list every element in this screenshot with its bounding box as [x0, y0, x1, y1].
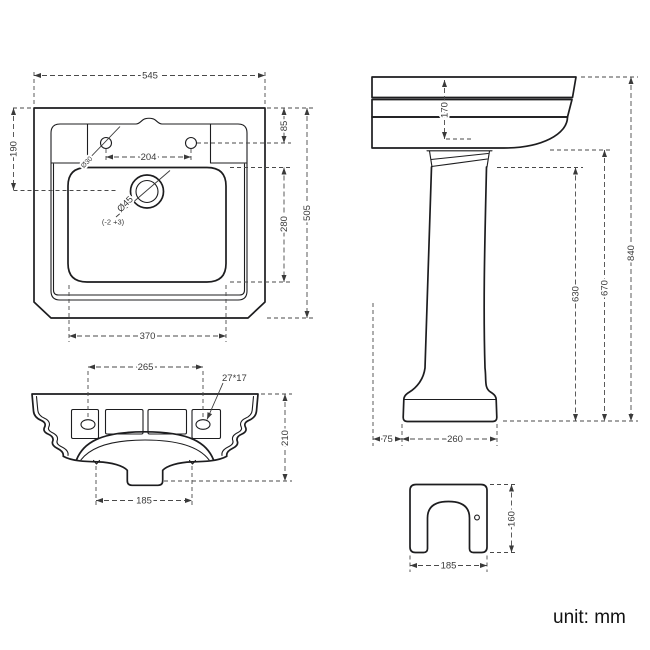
bowl-outline: [67, 166, 227, 283]
pedestal-fixing-hole: [474, 514, 480, 521]
fixing-hole-left: [80, 419, 96, 430]
dim-label-basin-depth: 170: [440, 102, 451, 118]
basin-rim: [50, 117, 248, 301]
waste-leader-line: [115, 170, 171, 218]
drip-point-right: [188, 459, 197, 465]
basin-plan-view: 545 190 85 505 280 204 370 Ø30 Ø45 (-2 +…: [7, 69, 316, 345]
fixing-hole-size-leader: [206, 382, 224, 420]
pedestal-outline: [402, 166, 498, 423]
bowl-arch-outer: [75, 430, 215, 461]
basin-body: [371, 116, 569, 149]
dim-label-waste-centre: 190: [9, 141, 20, 157]
waste-hole-outer: [129, 174, 165, 209]
dim-label-basin-overhang: 75: [382, 434, 393, 445]
dim-label-waste-diameter: Ø45: [115, 194, 135, 214]
dim-label-overall-depth: 505: [302, 205, 313, 221]
side-elevation-view: 170 840 670 630 75 260: [371, 76, 639, 447]
recess-rect-1: [70, 408, 100, 440]
dim-label-basin-height: 210: [280, 430, 291, 446]
bracket-joint-line-lower: [430, 158, 488, 168]
basin-outline: [33, 107, 266, 319]
basin-mid-band: [371, 98, 573, 118]
recess-rect-2: [104, 408, 144, 435]
silhouette-inner-line-right: [221, 395, 255, 456]
bracket-right-edge: [486, 150, 491, 168]
dim-label-fixing-hole-centres: 265: [138, 362, 154, 373]
pedestal-section-view: 160 185: [409, 483, 520, 574]
pedestal-section-outline: [409, 483, 488, 554]
dim-label-fixing-hole-size: 27*17: [222, 373, 247, 384]
dim-label-overall-width: 545: [142, 71, 158, 82]
tap-hole-left: [99, 136, 113, 150]
tap-hole-right: [184, 136, 198, 150]
basin-top-slab: [371, 76, 577, 99]
dim-label-underside-height: 670: [600, 280, 611, 296]
tap-deck-right-edge: [209, 123, 248, 164]
tap-hole-leader-line: [81, 126, 121, 167]
waste-hole-inner: [135, 179, 159, 204]
dim-label-outlet-width: 185: [136, 496, 152, 507]
dim-label-bowl-depth: 280: [279, 216, 290, 232]
bracket-joint-line-upper: [430, 152, 489, 161]
recess-rect-4: [191, 408, 222, 440]
drip-point-left: [92, 459, 101, 465]
tap-deck-left-edge: [50, 123, 89, 164]
recess-rect-3: [147, 408, 188, 435]
dim-label-section-height: 160: [507, 511, 518, 527]
dim-label-section-width: 185: [441, 561, 457, 572]
bowl-arch-inner: [80, 439, 210, 461]
silhouette-inner-line-left: [35, 395, 69, 456]
dim-label-tap-hole-offset: 85: [279, 121, 290, 132]
bracket-left-edge: [428, 150, 433, 168]
dim-label-overall-height: 840: [626, 245, 637, 261]
outlet-shroud-mask: [128, 451, 162, 485]
dim-label-pedestal-height: 630: [571, 286, 582, 302]
basin-rim-inner-line: [52, 163, 246, 296]
dim-label-tap-hole-centres: 204: [141, 152, 157, 163]
dim-label-bowl-width: 370: [140, 331, 156, 342]
fixing-hole-right: [195, 419, 211, 430]
basin-front-view: 265 27*17 210 185: [31, 360, 293, 509]
dim-label-waste-tolerance: (-2 +3): [102, 218, 125, 227]
basin-front-silhouette: [31, 393, 259, 487]
dim-label-base-depth: 260: [447, 434, 463, 445]
unit-label: unit: mm: [553, 607, 626, 628]
